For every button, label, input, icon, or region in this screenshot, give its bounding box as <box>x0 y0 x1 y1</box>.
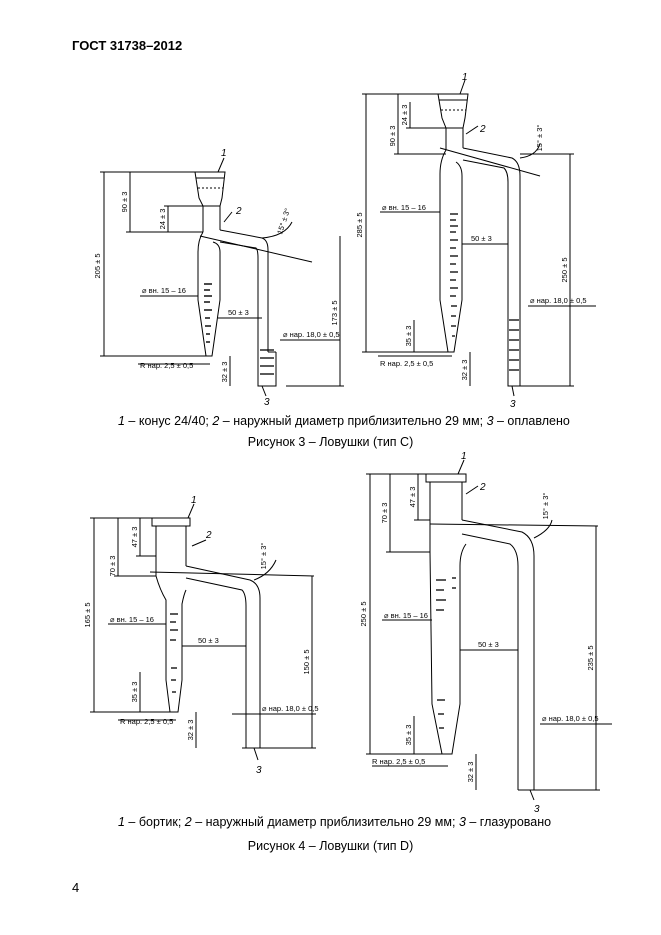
side-arm-cut <box>149 571 315 577</box>
rim <box>425 473 467 483</box>
callout-1: 1 <box>191 495 197 506</box>
callout-1: 1 <box>221 148 227 159</box>
fig4-left-trap <box>90 503 316 761</box>
dim-upper: 70 ± 3 <box>108 556 117 577</box>
fig3-right-trap <box>362 79 596 397</box>
dim-spacing: 50 ± 3 <box>228 308 249 317</box>
dim-angle: 15° ± 3° <box>535 125 544 152</box>
dim-upper: 90 ± 3 <box>388 126 397 147</box>
dim-outer-diameter: ⌀ нар. 18,0 ± 0,5 <box>542 714 599 723</box>
side-arm-cut <box>199 235 313 263</box>
callout-2: 2 <box>205 530 212 541</box>
dim-bottom: 32 ± 3 <box>460 360 469 381</box>
dim-total: 165 ± 5 <box>83 603 92 628</box>
legend-num: 3 <box>486 414 494 428</box>
dim-angle: 15° ± 3° <box>275 207 292 235</box>
dim-inner-diameter: ⌀ вн. 15 – 16 <box>384 611 428 620</box>
legend-text: – глазуровано <box>465 815 552 829</box>
dim-upper: 90 ± 3 <box>120 192 129 213</box>
callout-2: 2 <box>479 124 486 135</box>
dim-tip: 35 ± 3 <box>130 682 139 703</box>
dim-inner-diameter: ⌀ вн. 15 – 16 <box>142 286 186 295</box>
dim-inner-diameter: ⌀ вн. 15 – 16 <box>382 203 426 212</box>
rim <box>151 517 191 527</box>
dim-total: 250 ± 5 <box>359 602 368 627</box>
fig3-left-trap <box>100 157 344 397</box>
dim-bottom: 32 ± 3 <box>466 762 475 783</box>
dim-right-height: 250 ± 5 <box>560 258 569 283</box>
dim-neck: 47 ± 3 <box>408 487 417 508</box>
dim-bottom: 32 ± 3 <box>186 720 195 741</box>
legend-text: – наружный диаметр приблизительно 29 мм; <box>191 815 459 829</box>
inner-tube <box>429 543 467 755</box>
figure4-caption: Рисунок 4 – Ловушки (тип D) <box>247 839 414 853</box>
legend-text: – наружный диаметр приблизительно 29 мм; <box>219 414 487 428</box>
side-arm-cut <box>439 147 541 177</box>
dim-right-height: 173 ± 5 <box>330 301 339 326</box>
legend-num: 3 <box>458 815 466 829</box>
inner-tube <box>197 231 221 357</box>
callout-3: 3 <box>256 765 262 776</box>
legend-num: 2 <box>212 414 220 428</box>
dim-angle: 15° ± 3° <box>259 543 268 570</box>
figure3-caption: Рисунок 3 – Ловушки (тип С) <box>247 435 414 449</box>
dim-bottom: 32 ± 3 <box>220 362 229 383</box>
inner-tube <box>439 149 463 353</box>
dim-spacing: 50 ± 3 <box>198 636 219 645</box>
dim-radius: R нар. 2,5 ± 0,5 <box>380 359 433 368</box>
document-header: ГОСТ 31738–2012 <box>72 38 183 53</box>
cone-joint <box>194 171 226 207</box>
figure4-legend: 1 – бортик; 2 – наружный диаметр приблиз… <box>118 815 551 829</box>
legend-text: – оплавлено <box>493 414 570 428</box>
dim-right-height: 150 ± 5 <box>302 650 311 675</box>
callout-2: 2 <box>479 482 486 493</box>
callout-2: 2 <box>235 206 242 217</box>
dim-neck: 24 ± 3 <box>158 209 167 230</box>
dim-inner-diameter: ⌀ вн. 15 – 16 <box>110 615 154 624</box>
dim-outer-diameter: ⌀ нар. 18,0 ± 0,5 <box>530 296 587 305</box>
dim-right-height: 235 ± 5 <box>586 646 595 671</box>
dim-angle: 15° ± 3° <box>541 493 550 520</box>
dim-spacing: 50 ± 3 <box>471 234 492 243</box>
inner-tube <box>155 575 187 713</box>
dim-tip: 35 ± 3 <box>404 725 413 746</box>
dim-spacing: 50 ± 3 <box>478 640 499 649</box>
dim-outer-diameter: ⌀ нар. 18,0 ± 0,5 <box>262 704 319 713</box>
dim-total: 285 ± 5 <box>355 213 364 238</box>
figure3-legend: 1 – конус 24/40; 2 – наружный диаметр пр… <box>118 414 570 428</box>
dim-radius: R нар. 2,5 ± 0,5 <box>120 717 173 726</box>
dim-neck: 24 ± 3 <box>400 105 409 126</box>
legend-num: 1 <box>118 414 125 428</box>
dim-total: 205 ± 5 <box>93 254 102 279</box>
page-number: 4 <box>72 880 80 895</box>
legend-text: – конус 24/40; <box>124 414 213 428</box>
callout-1: 1 <box>461 451 467 462</box>
callout-3: 3 <box>510 399 516 410</box>
dim-radius: R нар. 2,5 ± 0,5 <box>372 757 425 766</box>
dim-upper: 70 ± 3 <box>380 503 389 524</box>
legend-num: 2 <box>184 815 192 829</box>
dim-neck: 47 ± 3 <box>130 527 139 548</box>
callout-3: 3 <box>534 804 540 815</box>
cone-joint <box>437 93 469 129</box>
legend-text: – бортик; <box>124 815 185 829</box>
dim-radius: R нар. 2,5 ± 0,5 <box>140 361 193 370</box>
legend-num: 1 <box>118 815 125 829</box>
side-arm-cut <box>429 523 599 527</box>
fig4-right-trap <box>366 459 612 801</box>
dim-tip: 35 ± 3 <box>404 326 413 347</box>
callout-3: 3 <box>264 397 270 408</box>
dim-outer-diameter: ⌀ нар. 18,0 ± 0,5 <box>283 330 340 339</box>
callout-1: 1 <box>462 72 468 83</box>
